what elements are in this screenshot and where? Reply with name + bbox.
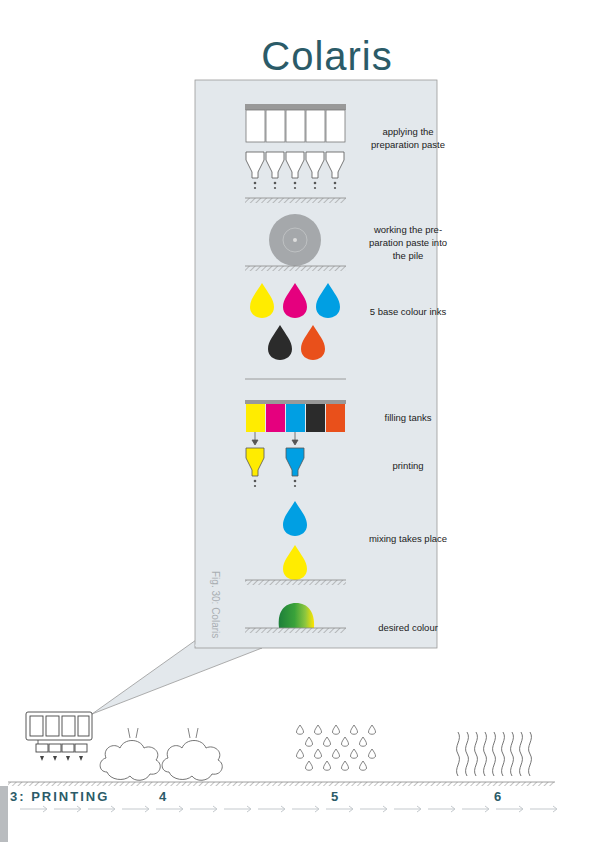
diagram-title: Colaris — [197, 34, 457, 79]
step-label: working the pre- paration paste into the… — [362, 223, 454, 262]
stage-number: 4 — [159, 789, 168, 804]
step-label: applying the preparation paste — [362, 125, 454, 151]
stage-number: 5 — [331, 789, 340, 804]
step-label: desired colour — [362, 621, 454, 634]
step-label: mixing takes place — [362, 532, 454, 545]
figure-caption: Fig. 30: Colaris — [210, 571, 221, 638]
step-label: printing — [362, 459, 454, 472]
stage-label: 3: PRINTING — [10, 789, 109, 804]
step-label: filling tanks — [362, 411, 454, 424]
stage-number: 6 — [494, 789, 503, 804]
step-label: 5 base colour inks — [362, 305, 454, 318]
